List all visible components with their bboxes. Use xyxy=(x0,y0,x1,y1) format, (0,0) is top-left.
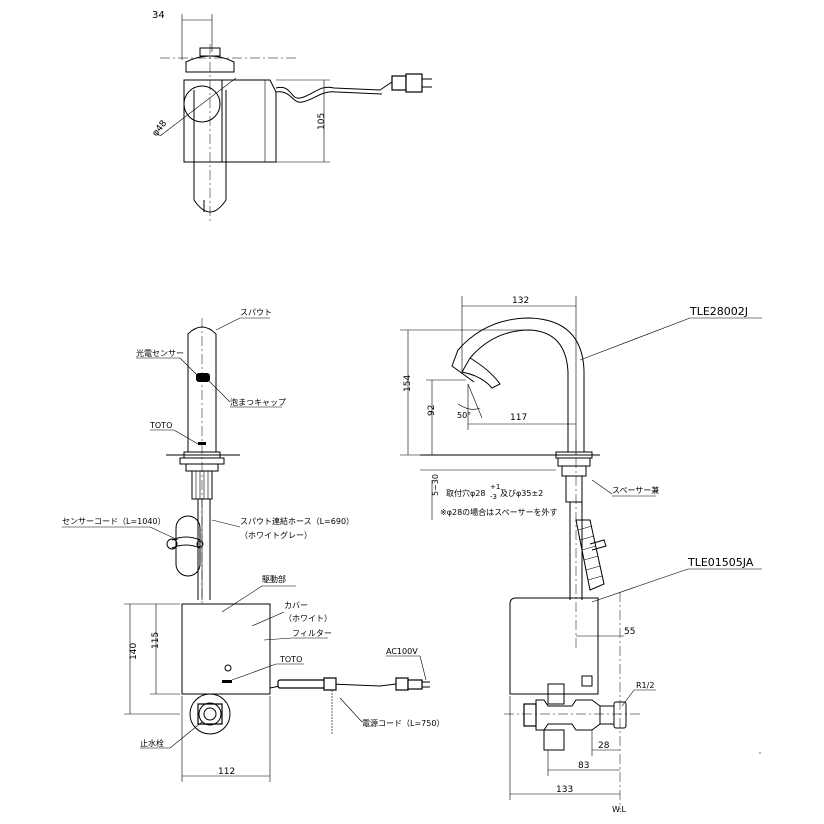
dim-top-width: 34 xyxy=(152,10,165,21)
label-tol-plus: +1 xyxy=(490,483,500,491)
dim-total-depth: 133 xyxy=(556,785,573,795)
side-view: TLE28002J TLE01505JA 132 154 92 117 50° xyxy=(400,296,762,814)
label-hose-color: （ホワイトグレー） xyxy=(240,530,312,540)
label-model-faucet: TLE28002J xyxy=(689,305,748,318)
dim-top-height: 105 xyxy=(317,113,327,130)
label-sensor-cord: センサーコード（L=1040） xyxy=(62,517,166,526)
label-wall-line: W.L xyxy=(612,805,627,814)
label-cover-color: （ホワイト） xyxy=(284,614,332,623)
label-spout: スパウト xyxy=(240,308,272,317)
dim-box-height-inner: 115 xyxy=(151,632,161,649)
label-mount-hole: 取付穴φ28 xyxy=(446,488,485,498)
label-mount-note: ※φ28の場合はスペーサーを外す xyxy=(440,507,557,517)
dim-outlet-height: 92 xyxy=(427,405,437,416)
label-stop-valve: 止水栓 xyxy=(140,738,164,748)
label-drive-unit: 駆動部 xyxy=(262,574,286,584)
dim-outlet-reach: 117 xyxy=(510,413,527,423)
label-power-cord: 電源コード（L=750） xyxy=(362,719,444,728)
dim-spout-reach: 132 xyxy=(512,296,529,306)
dim-spout-height: 154 xyxy=(403,375,413,392)
label-ac: AC100V xyxy=(386,647,418,656)
label-mount-hole-2: 及びφ35±2 xyxy=(500,489,543,498)
label-foam-cap: 泡まつキャップ xyxy=(230,397,286,407)
label-model-valve: TLE01505JA xyxy=(687,556,754,569)
label-spacer: スペーサー兼 xyxy=(612,485,659,495)
label-r-half: R1/2 xyxy=(636,681,654,690)
label-filter: フィルター xyxy=(292,629,332,638)
dim-box-width: 112 xyxy=(218,767,235,777)
dim-top-dia: φ48 xyxy=(151,119,170,139)
label-cover: カバー xyxy=(284,601,308,610)
front-view: スパウト 光電センサー 泡まつキャップ TOTO センサーコード（L=1040） xyxy=(62,308,444,782)
label-toto-unit: TOTO xyxy=(279,655,302,664)
dim-box-height-outer: 140 xyxy=(129,643,139,660)
top-view: 34 φ48 105 xyxy=(151,10,432,222)
dim-side-depth: 55 xyxy=(624,627,635,637)
dim-valve-offset: 83 xyxy=(578,761,589,771)
label-tol-minus: -3 xyxy=(490,493,497,501)
label-sensor: 光電センサー xyxy=(136,348,184,358)
dim-r-offset: 28 xyxy=(598,741,610,751)
dim-counter-thick: 5~30 xyxy=(431,474,440,496)
label-hose: スパウト連結ホース（L=690） xyxy=(240,516,354,526)
dim-angle: 50° xyxy=(457,411,471,420)
label-toto-logo: TOTO xyxy=(149,421,172,430)
